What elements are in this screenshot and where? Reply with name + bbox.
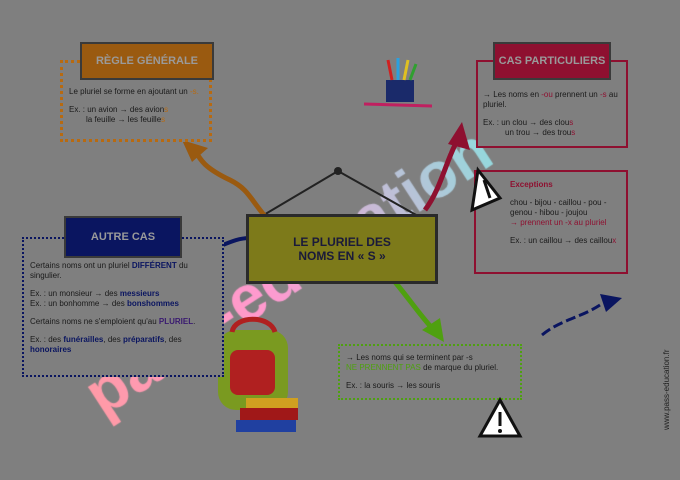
regle-generale-rule: Le pluriel se forme en ajoutant un -s.	[69, 87, 199, 96]
arrow-to-regle-generale	[192, 148, 272, 224]
pencil-pot-icon	[363, 58, 433, 108]
exceptions-rule: → prennent un -x au pluriel	[510, 218, 607, 227]
autre-cas-header: AUTRE CAS	[64, 216, 182, 258]
terminaison-line-1: → Les noms qui se terminent par -s	[346, 353, 473, 362]
main-title: LE PLURIEL DES NOMS EN « S »	[246, 214, 438, 284]
autre-cas-box: Certains noms ont un pluriel DIFFÉRENT d…	[22, 237, 224, 377]
autre-cas-example-2: Ex. : un bonhomme → des bonshommes	[30, 299, 179, 308]
cas-particuliers-header: CAS PARTICULIERS	[493, 42, 611, 80]
regle-generale-example-2: la feuille → les feuilles	[86, 115, 166, 124]
arrow-to-cas-particuliers	[422, 143, 458, 212]
arrow-to-terminaison	[393, 280, 434, 330]
autre-cas-line-2: Certains noms ne s'emploient qu'au PLURI…	[30, 317, 196, 326]
cas-particuliers-rule: → Les noms en -ou prennent un -s au plur…	[483, 90, 618, 109]
autre-cas-line-1: Certains noms ont un pluriel DIFFÉRENT d…	[30, 261, 188, 280]
terminaison-example: Ex. : la souris → les souris	[346, 381, 441, 390]
backpack-icon	[218, 316, 288, 410]
terminaison-line-2: NE PRENNENT PAS de marque du pluriel.	[346, 363, 499, 372]
cas-particuliers-example-1: Ex. : un clou → des clous	[483, 118, 574, 127]
decorative-blue-arrow	[541, 303, 601, 337]
cas-particuliers-example-2: un trou → des trous	[505, 128, 576, 137]
regle-generale-example-1: Ex. : un avion → des avions	[69, 105, 169, 114]
exceptions-list: chou - bijou - caillou - pou - genou - h…	[510, 198, 607, 217]
hanging-sign-strings	[261, 167, 419, 217]
terminaison-s-box: → Les noms qui se terminent par -s NE PR…	[338, 344, 522, 400]
title-line-2: NOMS EN « S »	[298, 249, 386, 263]
exceptions-box: Exceptions chou - bijou - caillou - pou …	[474, 170, 628, 274]
nail-icon	[334, 167, 342, 175]
autre-cas-example-3: Ex. : des funérailles, des préparatifs, …	[30, 335, 182, 354]
exceptions-title: Exceptions	[510, 180, 553, 189]
title-line-1: LE PLURIEL DES	[293, 235, 391, 249]
regle-generale-header: RÈGLE GÉNÉRALE	[80, 42, 214, 80]
exceptions-example: Ex. : un caillou → des cailloux	[510, 236, 617, 245]
books-icon	[236, 398, 298, 432]
autre-cas-example-1: Ex. : un monsieur → des messieurs	[30, 289, 160, 298]
